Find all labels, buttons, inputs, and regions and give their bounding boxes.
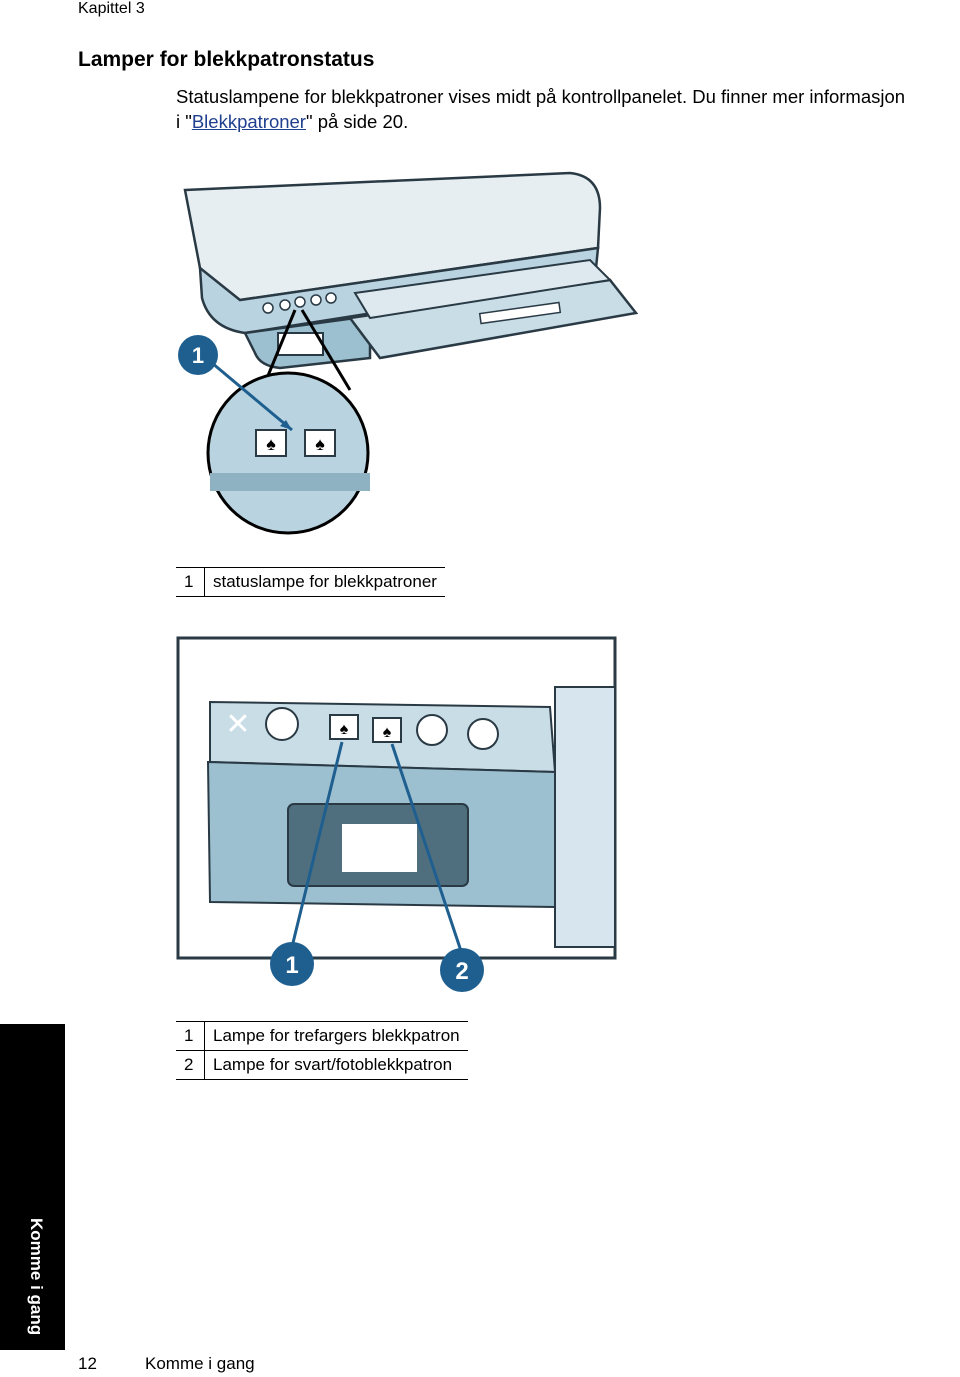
- blekkpatroner-link[interactable]: Blekkpatroner: [191, 111, 306, 132]
- footer-section: Komme i gang: [145, 1354, 255, 1373]
- intro-suffix: " på side 20.: [305, 111, 409, 132]
- callout-number-1: 1: [192, 343, 204, 368]
- ink-drop-icon: ♠: [315, 434, 325, 454]
- black-photo-lamp: [372, 717, 402, 743]
- page-number: 12: [78, 1354, 97, 1373]
- resume-button-icon: [467, 718, 499, 750]
- legend-number: 2: [176, 1050, 205, 1080]
- side-tab: [0, 1024, 65, 1350]
- callout-badge-1: [178, 335, 218, 375]
- legend-text: statuslampe for blekkpatroner: [213, 572, 437, 591]
- intro-prefix: i ": [176, 111, 192, 132]
- callout-number-2: 2: [455, 958, 468, 985]
- arrow-head: [280, 420, 292, 430]
- intro-line-1: Statuslampene for blekkpatroner vises mi…: [176, 86, 906, 107]
- intro-line-2: i "Blekkpatroner" på side 20.: [176, 109, 960, 134]
- legend-row: 1 Lampe for trefargers blekkpatron: [176, 1021, 468, 1051]
- control-panel-illustration: ✕ ♠ ♠ 1 2: [176, 636, 617, 992]
- legend-text: Lampe for svart/fotoblekkpatron: [213, 1055, 453, 1074]
- section-heading: Lamper for blekkpatronstatus: [78, 48, 375, 71]
- tricolor-lamp: [329, 714, 359, 740]
- legend-number: 1: [176, 567, 205, 597]
- callout-arrow-1: [290, 741, 344, 948]
- zoom-lamp-2: [304, 429, 336, 457]
- legend-number: 1: [176, 1021, 205, 1051]
- ink-drop-icon: ♠: [340, 721, 349, 738]
- printer-illustration: ♠ ♠ 1: [178, 171, 639, 535]
- side-tab-label: Komme i gang: [27, 1218, 46, 1336]
- chapter-label: Kapittel 3: [78, 0, 145, 17]
- callout-number-1: 1: [285, 952, 298, 979]
- photo-button-icon: [416, 714, 448, 746]
- zoom-circle: [206, 371, 370, 535]
- ink-drop-icon: ♠: [266, 434, 276, 454]
- callout-badge-1: [270, 942, 314, 986]
- zoom-lamp-1: [255, 429, 287, 457]
- callout-arrow-1: [211, 361, 293, 432]
- zoom-panel-strip: [210, 473, 370, 491]
- ink-drop-icon: ♠: [383, 724, 392, 741]
- control-buttons: [262, 292, 337, 314]
- paper-slot: [554, 686, 616, 948]
- tray-handle: [478, 301, 562, 325]
- display-screen: [342, 824, 417, 872]
- legend-text: Lampe for trefargers blekkpatron: [213, 1026, 460, 1045]
- legend-row: 1 statuslampe for blekkpatroner: [176, 567, 445, 597]
- power-button-icon: [265, 707, 299, 741]
- legend-table-1: 1 statuslampe for blekkpatroner: [176, 567, 445, 597]
- cancel-x-icon: ✕: [225, 708, 250, 741]
- intro-paragraph: Statuslampene for blekkpatroner vises mi…: [176, 84, 960, 134]
- callout-arrow-2: [390, 743, 464, 955]
- legend-row: 2 Lampe for svart/fotoblekkpatron: [176, 1050, 468, 1080]
- panel-buttons: ✕: [225, 707, 499, 750]
- paper-tray: [353, 258, 613, 320]
- callout-badge-2: [440, 948, 484, 992]
- legend-table-2: 1 Lampe for trefargers blekkpatron 2 Lam…: [176, 1021, 468, 1080]
